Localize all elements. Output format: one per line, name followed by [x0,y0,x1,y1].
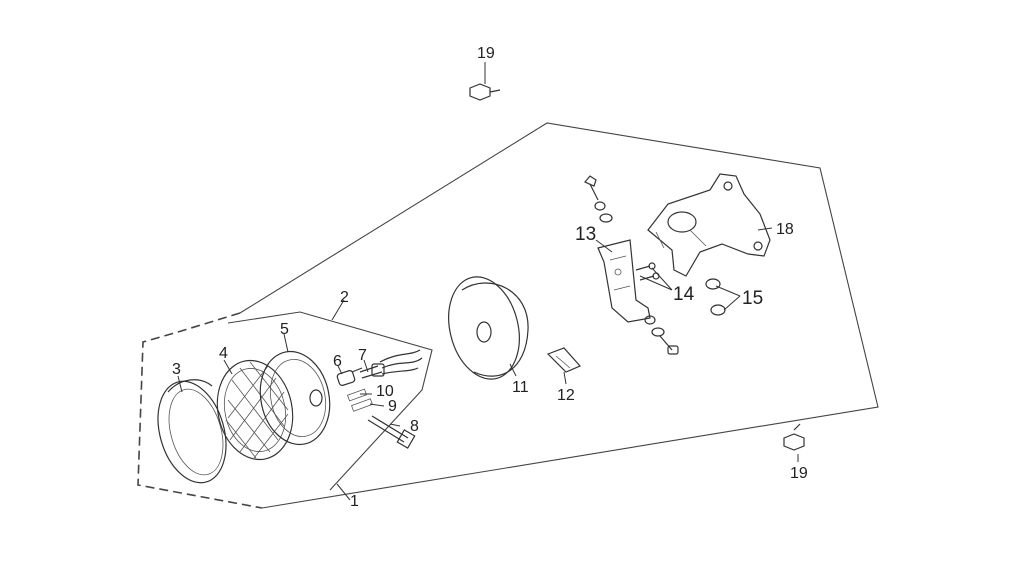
label-9: 9 [388,398,397,415]
upper-bolt-stack [584,175,613,223]
lower-bolt-stack [644,315,679,355]
label-1: 1 [350,493,359,510]
label-7: 7 [358,347,367,364]
screw-top [469,83,501,101]
label-2: 2 [340,289,349,306]
label-3: 3 [172,361,181,378]
label-19-top: 19 [477,45,495,62]
bolt-washer [351,398,373,412]
bolt-nut [347,388,367,402]
label-10: 10 [376,383,394,400]
wiring-connector [359,349,423,379]
headlight-lens [216,359,294,461]
mounting-bolt [367,415,416,449]
label-4: 4 [219,345,228,362]
screw-bottom [783,423,805,451]
label-13: 13 [575,224,596,245]
mounting-plate [647,173,771,277]
headlight-bracket [597,239,651,323]
nuts [705,278,726,316]
label-15: 15 [742,288,763,309]
headlight-housing [448,276,529,380]
label-18: 18 [776,221,794,238]
headlight-reflector [259,350,331,446]
label-12: 12 [557,387,575,404]
label-19-bottom: 19 [790,465,808,482]
headlight-rim [157,379,227,484]
leader-lines [177,62,799,501]
label-5: 5 [280,321,289,338]
label-6: 6 [333,353,342,370]
label-11: 11 [512,379,529,396]
label-8: 8 [410,418,419,435]
headlight-unit-outline [227,311,433,491]
assembly-outline [137,122,879,509]
bulb-socket [336,367,363,386]
label-14: 14 [673,284,695,305]
wire-clip [546,347,582,373]
